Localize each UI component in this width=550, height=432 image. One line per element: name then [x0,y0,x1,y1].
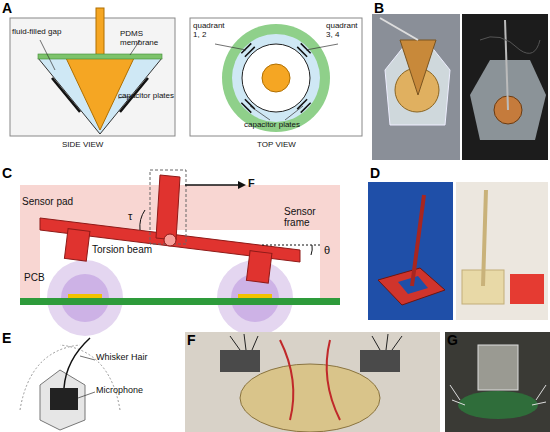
annotation: θ [324,244,338,256]
pdms-membrane [38,54,162,59]
annotation: TOP VIEW [257,141,317,150]
plate-pair [297,43,310,56]
chip [378,268,445,305]
dashed-outline [150,170,186,244]
annotation: Torsion beam [92,244,162,255]
stem [156,175,180,240]
device-body [478,345,518,390]
annotation: PCB [24,272,54,283]
plate-pair [297,99,310,112]
cavity-ring [242,44,310,112]
plate-pair [241,99,254,112]
reference-line [262,245,320,246]
arrow-head [238,181,246,189]
panel-letter: F [187,333,207,348]
whisker [483,190,486,286]
leader-line [215,44,246,50]
render [368,182,453,320]
panel-letter: A [2,1,22,16]
panel-letter: B [374,1,394,16]
whisker-hair [64,338,90,388]
torsion-beam [164,234,176,246]
leader-line [285,106,303,120]
whisker [412,195,424,286]
photo [372,14,460,160]
capacitor-plate [52,78,80,112]
panel-letter: G [447,333,467,348]
electrode [68,294,102,298]
pcb [20,298,340,305]
annotation: F [248,177,262,189]
membrane-ring [222,24,330,132]
sensor-module [220,350,260,372]
circuit-board [458,391,538,419]
angle-arc [311,245,312,255]
red-chip [510,274,544,304]
annotation: quadrant 1, 2 [193,22,233,40]
plate-pair [241,43,254,56]
electrode-pad [246,251,271,283]
annotation: fluid-filled gap [12,28,72,37]
stem [96,8,104,58]
probe [380,18,418,40]
annotation: τ [128,210,142,222]
photo [462,14,548,160]
leader-line [40,40,55,70]
gap-ring [232,34,320,122]
annotation: quadrant 3, 4 [326,22,366,40]
probe [505,20,508,110]
annotation: Sensor pad [22,196,82,207]
panel-letter: D [370,166,390,181]
panel-letter: C [2,166,22,181]
cone [400,40,436,95]
leader-line [80,356,95,360]
leader-line [78,392,95,398]
wire [480,37,540,54]
annotation: capacitor plates [118,92,178,101]
housing [40,370,85,430]
circuit-board [240,364,380,432]
annotation: Whisker Hair [96,353,176,363]
field [61,274,109,322]
cone-top [262,64,290,92]
photo [456,182,548,320]
leader-line [306,44,338,50]
microphone [50,388,78,410]
side-view-frame [10,18,175,136]
whiskers [230,334,402,350]
torque-arc [140,210,145,230]
electrode-pad [64,229,89,261]
whiskers [450,385,546,405]
wire [280,340,340,420]
panel-letter: E [2,331,22,346]
force-arrow [185,184,240,186]
annotation: Sensor frame [284,206,344,228]
annotation: Microphone [96,386,176,396]
sensor-module [360,350,400,372]
annotation: SIDE VIEW [62,141,132,150]
leader-line [250,106,270,120]
photo [185,332,440,432]
electrode [238,294,272,298]
annotation: capacitor plates [244,121,314,130]
annotation: PDMS membrane [120,30,180,48]
photo [445,332,550,432]
